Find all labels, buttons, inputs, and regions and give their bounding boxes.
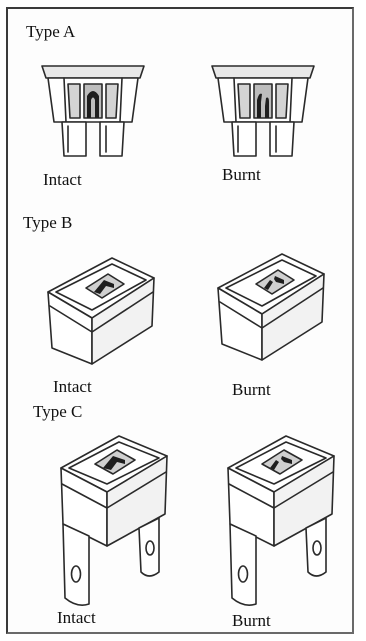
type-b-intact-fuse-icon — [47, 257, 155, 365]
type-b-burnt-caption: Burnt — [232, 380, 271, 399]
type-a-intact-fuse-icon — [41, 65, 145, 157]
type-c-burnt-caption: Burnt — [232, 611, 271, 630]
type-c-intact-caption: Intact — [57, 608, 96, 627]
type-c-title: Type C — [33, 402, 83, 421]
type-a-burnt-caption: Burnt — [222, 165, 261, 184]
type-b-intact-caption: Intact — [53, 377, 92, 396]
type-a-burnt-fuse-icon — [211, 65, 315, 157]
type-b-burnt-fuse-icon — [217, 253, 325, 361]
type-a-title: Type A — [26, 22, 76, 41]
type-b-title: Type B — [23, 213, 73, 232]
type-a-intact-caption: Intact — [43, 170, 82, 189]
type-c-intact-fuse-icon — [60, 435, 168, 606]
type-c-burnt-fuse-icon — [227, 435, 335, 606]
